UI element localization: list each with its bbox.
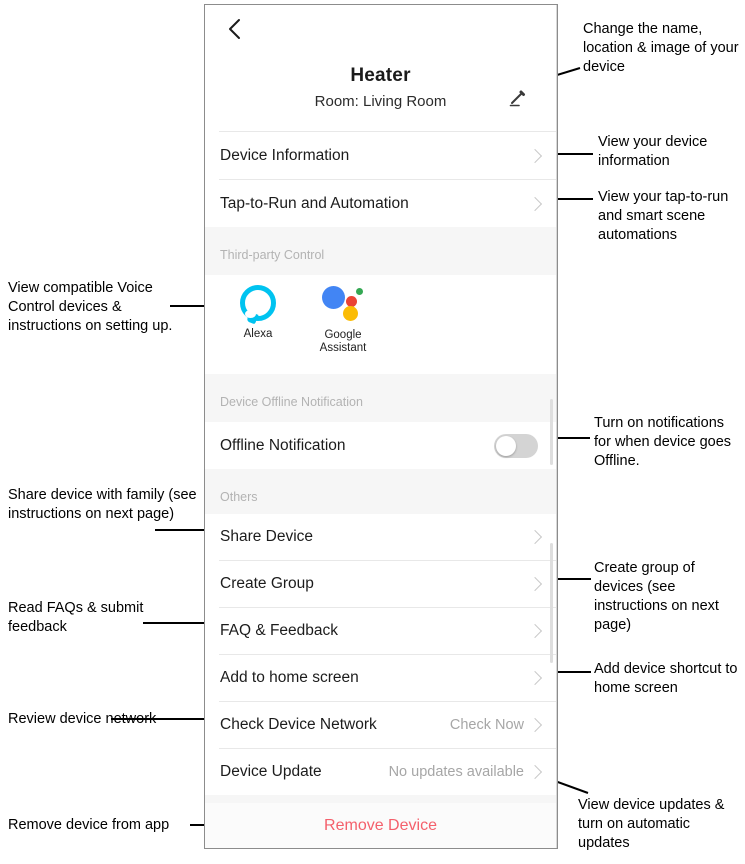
section-label: Third-party Control [220, 248, 325, 262]
row-tap-to-run-automation[interactable]: Tap-to-Run and Automation [205, 181, 556, 227]
row-label: FAQ & Feedback [220, 622, 339, 639]
chevron-right-icon [527, 670, 543, 686]
divider-6 [219, 748, 556, 749]
row-share-device[interactable]: Share Device [205, 514, 556, 560]
spacer-1 [205, 227, 556, 235]
ga-dot-green [356, 288, 363, 295]
leader-faq [143, 622, 213, 624]
divider-1 [219, 179, 556, 180]
row-label: Share Device [220, 528, 314, 545]
leader-add-home-screen [547, 671, 591, 673]
row-faq-feedback[interactable]: FAQ & Feedback [205, 608, 556, 654]
section-label: Others [220, 490, 258, 504]
device-name: Heater [350, 65, 411, 86]
annotation-device-info: View your device information [598, 134, 708, 169]
divider-under-hero [219, 131, 556, 132]
device-settings-screen: Heater Room: Living Room Device Informat… [205, 5, 557, 848]
third-party-icons: Alexa Google Assistant [205, 275, 556, 374]
offline-notification-toggle[interactable] [494, 433, 538, 458]
back-button[interactable] [225, 17, 247, 43]
google-assistant-icon [321, 284, 365, 322]
ga-dot-red [346, 296, 357, 307]
chevron-left-icon [229, 19, 240, 39]
annotation-share-device: Share device with family (see instructio… [8, 487, 197, 522]
pencil-edit-icon[interactable] [505, 85, 531, 111]
leader-voice-control [170, 305, 218, 307]
row-device-update[interactable]: Device Update No updates available [205, 749, 556, 795]
third-party-label: Alexa [243, 328, 273, 340]
leader-device-info [545, 153, 593, 155]
chevron-right-icon [527, 196, 543, 212]
third-party-google-assistant[interactable]: Google Assistant [300, 284, 386, 355]
section-header-others: Others [205, 477, 556, 517]
row-check-device-network[interactable]: Check Device Network Check Now [205, 702, 556, 748]
divider-4 [219, 654, 556, 655]
spacer-3 [205, 469, 556, 477]
chevron-right-icon [527, 148, 543, 164]
toggle-knob [496, 435, 516, 456]
annotation-offline-notification: Turn on notifications for when device go… [594, 415, 732, 469]
leader-create-group [547, 578, 591, 580]
row-label: Add to home screen [220, 669, 359, 686]
annotation-remove-device: Remove device from app [8, 817, 170, 833]
divider-5 [219, 701, 556, 702]
spacer-4 [205, 795, 556, 803]
row-create-group[interactable]: Create Group [205, 561, 556, 607]
row-label: Create Group [220, 575, 314, 592]
chevron-right-icon [527, 529, 543, 545]
row-add-to-home-screen[interactable]: Add to home screen [205, 655, 556, 701]
phone-screenshot-frame: Heater Room: Living Room Device Informat… [204, 4, 558, 849]
third-party-label: Google Assistant [319, 329, 367, 354]
section-label: Device Offline Notification [220, 395, 363, 409]
section-header-offline: Device Offline Notification [205, 382, 556, 422]
annotation-tap-to-run: View your tap-to-run and smart scene aut… [598, 189, 729, 243]
scrollbar-thumb-upper[interactable] [550, 399, 553, 465]
chevron-right-icon [527, 576, 543, 592]
row-device-information[interactable]: Device Information [205, 133, 556, 179]
section-header-third-party: Third-party Control [205, 235, 556, 275]
chevron-right-icon [527, 623, 543, 639]
row-value: No updates available [388, 764, 524, 780]
row-label: Device Information [220, 147, 350, 164]
divider-2 [219, 560, 556, 561]
chevron-right-icon [527, 764, 543, 780]
leader-check-network [111, 718, 213, 720]
row-label: Check Device Network [220, 716, 377, 733]
device-hero: Heater Room: Living Room [205, 51, 556, 123]
annotation-device-update: View device updates & turn on automatic … [578, 797, 725, 851]
ga-dot-yellow [343, 306, 358, 321]
leader-offline-notification [545, 437, 590, 439]
annotation-create-group: Create group of devices (see instruction… [594, 560, 719, 633]
annotation-voice-control: View compatible Voice Control devices & … [8, 280, 173, 334]
device-room: Room: Living Room [314, 93, 447, 110]
divider-3 [219, 607, 556, 608]
annotation-faq: Read FAQs & submit feedback [8, 600, 144, 635]
row-label: Offline Notification [220, 436, 346, 454]
row-value: Check Now [449, 717, 524, 733]
alexa-icon [240, 285, 276, 321]
ga-dot-blue [322, 286, 345, 309]
remove-device-button[interactable]: Remove Device [324, 817, 437, 834]
chevron-right-icon [527, 717, 543, 733]
row-label: Device Update [220, 763, 322, 780]
leader-tap-to-run [545, 198, 593, 200]
remove-device-zone: Remove Device [205, 803, 556, 848]
row-label: Tap-to-Run and Automation [220, 195, 409, 212]
leader-share-device [155, 529, 213, 531]
third-party-alexa[interactable]: Alexa [215, 285, 301, 341]
scrollbar-thumb-lower[interactable] [550, 543, 553, 663]
annotation-add-home-screen: Add device shortcut to home screen [594, 661, 738, 696]
annotation-edit-device: Change the name, location & image of you… [583, 21, 739, 75]
spacer-2 [205, 374, 556, 382]
row-offline-notification[interactable]: Offline Notification [205, 422, 556, 469]
